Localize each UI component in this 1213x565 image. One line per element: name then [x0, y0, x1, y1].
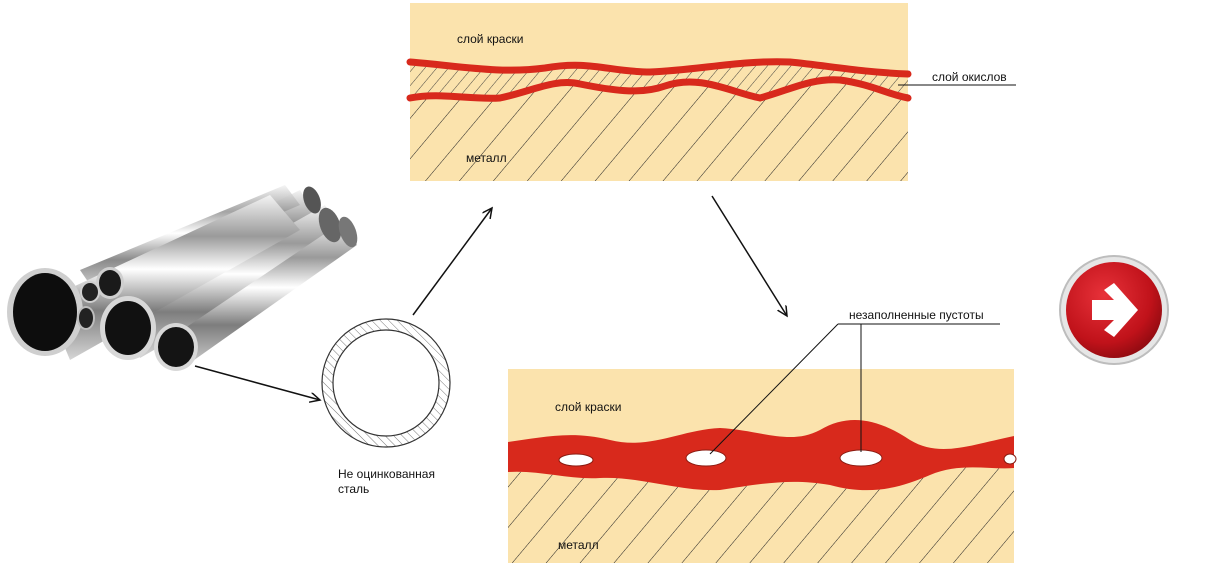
- void-2: [685, 449, 727, 467]
- bottom-panel: [508, 323, 1017, 563]
- ring-caption-line2: сталь: [338, 482, 370, 496]
- void-1: [558, 453, 594, 467]
- void-3: [839, 449, 883, 467]
- bottom-voids-label: незаполненные пустоты: [849, 308, 984, 322]
- bottom-paint-label: слой краски: [555, 400, 622, 414]
- steel-ring-section: [321, 318, 451, 448]
- top-paint-label: слой краски: [457, 32, 524, 46]
- next-button-graphic: [1059, 255, 1169, 365]
- arrow-right-icon: [1092, 283, 1138, 337]
- arrow-ring-to-top: [412, 208, 492, 316]
- steel-pipes-image: [7, 185, 358, 371]
- bottom-metal-label: металл: [558, 538, 599, 552]
- void-4: [1003, 453, 1017, 465]
- arrow-top-to-bottom: [711, 195, 787, 316]
- top-panel: [406, 3, 1016, 181]
- top-metal-label: металл: [466, 151, 507, 165]
- ring-caption-line1: Не оцинкованная: [338, 467, 435, 481]
- arrow-pipes-to-ring: [194, 365, 320, 400]
- top-oxide-label: слой окислов: [932, 70, 1007, 84]
- next-button[interactable]: [1061, 257, 1167, 363]
